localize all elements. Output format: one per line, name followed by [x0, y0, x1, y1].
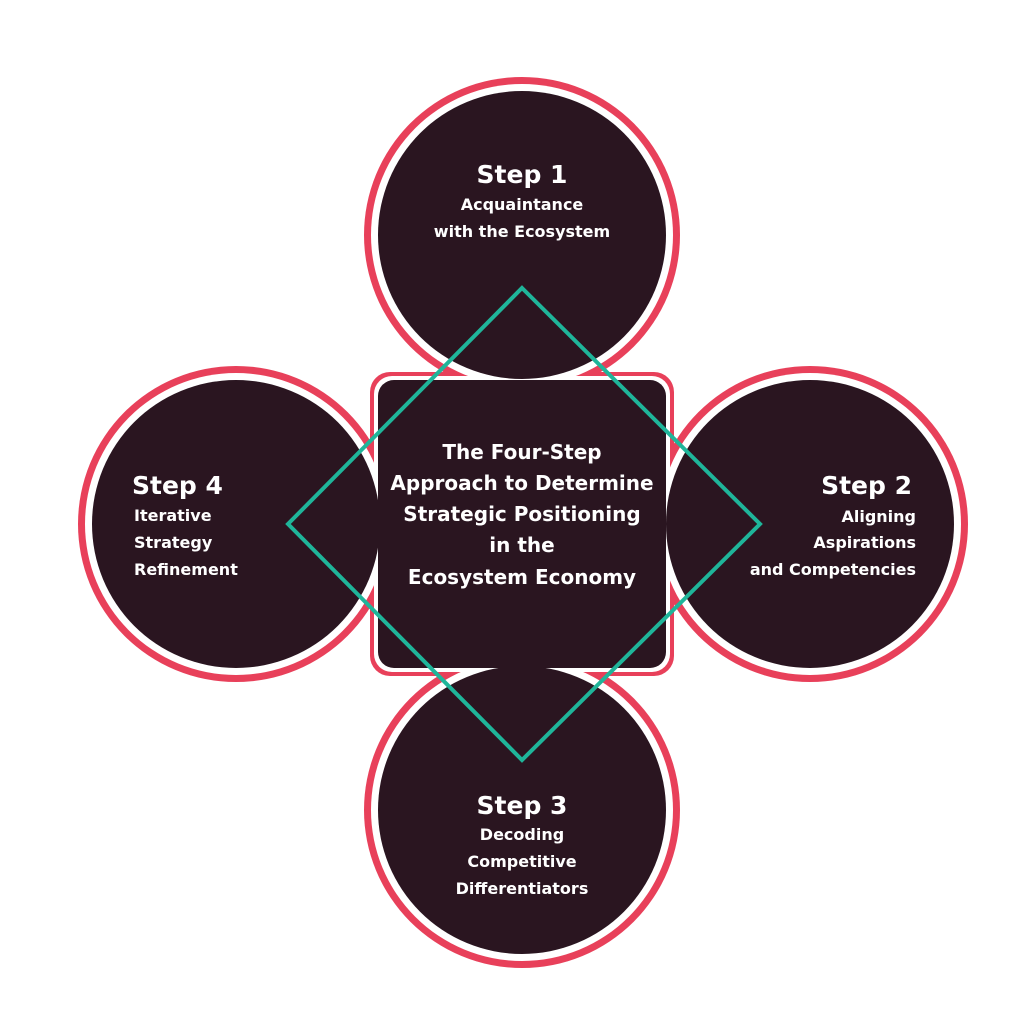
step-3-desc-line-1: Decoding: [480, 825, 564, 844]
step-2-desc-line-3: and Competencies: [750, 560, 916, 579]
step-2-desc-line-1: Aligning: [841, 507, 916, 526]
center-title: The Four-Step Approach to Determine Stra…: [390, 440, 653, 589]
step-3: Step 3 Decoding Competitive Differentiat…: [456, 791, 589, 898]
center-title-line-5: Ecosystem Economy: [408, 565, 636, 589]
step-4: Step 4 Iterative Strategy Refinement: [132, 471, 238, 579]
center-title-line-2: Approach to Determine: [390, 471, 653, 495]
step-1-circle: [378, 91, 666, 379]
step-2-desc-line-2: Aspirations: [813, 533, 916, 552]
step-1-title: Step 1: [477, 160, 568, 189]
step-4-desc-line-1: Iterative: [134, 506, 212, 525]
step-1-desc-line-2: with the Ecosystem: [434, 222, 610, 241]
step-3-desc-line-3: Differentiators: [456, 879, 589, 898]
step-1: Step 1 Acquaintance with the Ecosystem: [434, 160, 610, 241]
step-3-circle: [378, 666, 666, 954]
step-3-title: Step 3: [477, 791, 568, 820]
center-title-line-3: Strategic Positioning: [403, 502, 640, 526]
center-title-line-4: in the: [489, 533, 554, 557]
step-4-desc-line-3: Refinement: [134, 560, 238, 579]
step-4-title: Step 4: [132, 471, 223, 500]
step-2: Step 2 Aligning Aspirations and Competen…: [750, 471, 916, 579]
center-diamond: [285, 285, 763, 763]
fill-layer: [92, 91, 954, 954]
step-1-desc-line-1: Acquaintance: [461, 195, 584, 214]
step-3-desc-line-2: Competitive: [467, 852, 576, 871]
step-2-circle: [666, 380, 954, 668]
step-4-circle: [92, 380, 380, 668]
step-4-desc-line-2: Strategy: [134, 533, 213, 552]
step-2-title: Step 2: [821, 471, 912, 500]
center-fill: [378, 380, 666, 668]
center-title-line-1: The Four-Step: [442, 440, 601, 464]
